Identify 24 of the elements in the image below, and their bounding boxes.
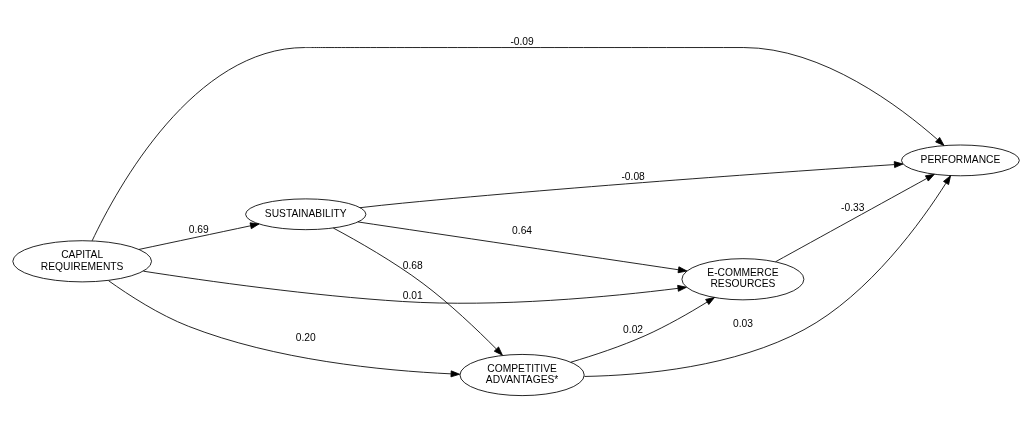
arrow [357, 221, 688, 274]
arrow [332, 227, 503, 356]
arrow [91, 47, 945, 242]
edge-label: 0.69 [188, 223, 209, 235]
arrow [775, 173, 935, 263]
node-ellipse: CAPITAL REQUIREMENTS [12, 240, 152, 283]
node-ellipse: COMPETITIVE ADVANTAGES* [459, 354, 585, 397]
arrow [108, 280, 461, 378]
edge-label: 0.68 [402, 259, 423, 271]
edge-label: -0.33 [841, 201, 865, 213]
arrow [570, 297, 715, 363]
edge-label: 0.64 [512, 225, 533, 237]
edge-label: 0.02 [623, 323, 644, 335]
arrow [143, 270, 687, 304]
edge-label: 0.03 [732, 317, 753, 329]
edge-label: 0.01 [402, 289, 423, 301]
edge-label: -0.08 [621, 170, 645, 182]
edge-label: -0.09 [510, 35, 534, 47]
node-ellipse: E-COMMERCE RESOURCES [681, 258, 805, 301]
arrow [359, 161, 904, 209]
node-ellipse: PERFORMANCE [901, 144, 1020, 177]
arrow [138, 222, 260, 250]
edge-label: 0.20 [295, 332, 316, 344]
arrow [584, 175, 951, 377]
